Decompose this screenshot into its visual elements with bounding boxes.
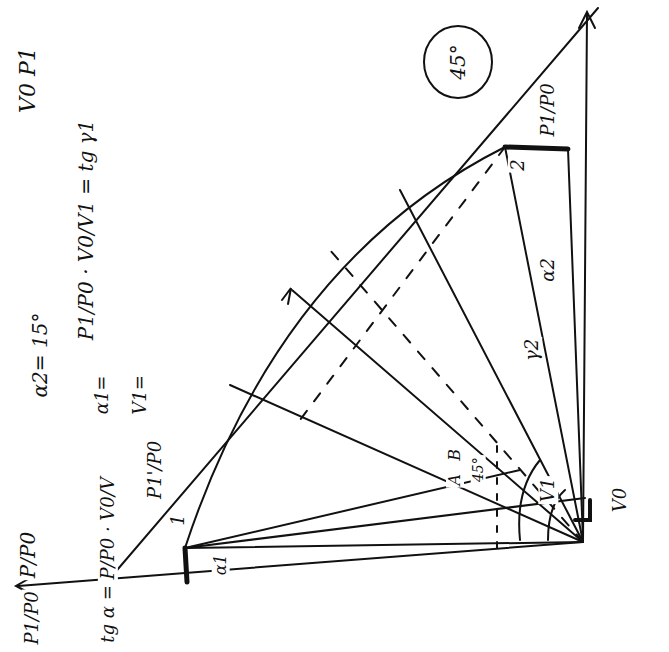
angle-arc [519, 460, 540, 540]
handwritten-note: V1 [538, 476, 558, 504]
ray [568, 149, 583, 540]
ray [505, 147, 583, 542]
handwritten-note: 45° [447, 42, 469, 81]
tangent-line [100, 8, 598, 590]
ray [185, 498, 585, 548]
handwritten-note: A [446, 472, 464, 488]
thick-bar [505, 147, 568, 149]
handwritten-note: P1/P0 [538, 81, 558, 138]
handwritten-note: 1 [168, 512, 188, 527]
handwritten-note: B [446, 447, 464, 463]
polar-arc [185, 147, 505, 548]
dashed-line [496, 440, 498, 548]
handwritten-note: V0 [610, 486, 630, 514]
thick-bar [185, 548, 187, 582]
ray [185, 542, 583, 548]
handwritten-note: α2= 15° [29, 311, 51, 400]
dashed-line [300, 147, 505, 420]
velocity-axis [583, 14, 587, 542]
handwritten-note: γ2 [522, 337, 542, 363]
arc-arrow [282, 288, 291, 304]
handwritten-note: P/P0 [17, 530, 39, 580]
handwritten-note: 45° [470, 456, 485, 485]
handwritten-note: P1/P0 · V0/V1 = tg γ1 [75, 118, 97, 343]
dashed-line [330, 250, 583, 542]
handwritten-note: V1= [130, 373, 150, 417]
handwritten-note: α1= [92, 374, 112, 417]
handwritten-note: 2 [508, 157, 528, 172]
circle-mark [424, 26, 492, 98]
handwritten-note: V0 P1 [16, 45, 40, 115]
handwritten-note: tg α = P/P0 · V0/V [98, 475, 118, 645]
handwritten-note: α1 [211, 553, 229, 578]
angle-mark [575, 500, 590, 520]
handwritten-note: P1/P0 [22, 589, 42, 646]
ray [230, 385, 583, 542]
handwritten-note: α2 [538, 256, 558, 284]
ray [400, 190, 583, 542]
handwritten-note: P1'/P0 [145, 439, 165, 501]
